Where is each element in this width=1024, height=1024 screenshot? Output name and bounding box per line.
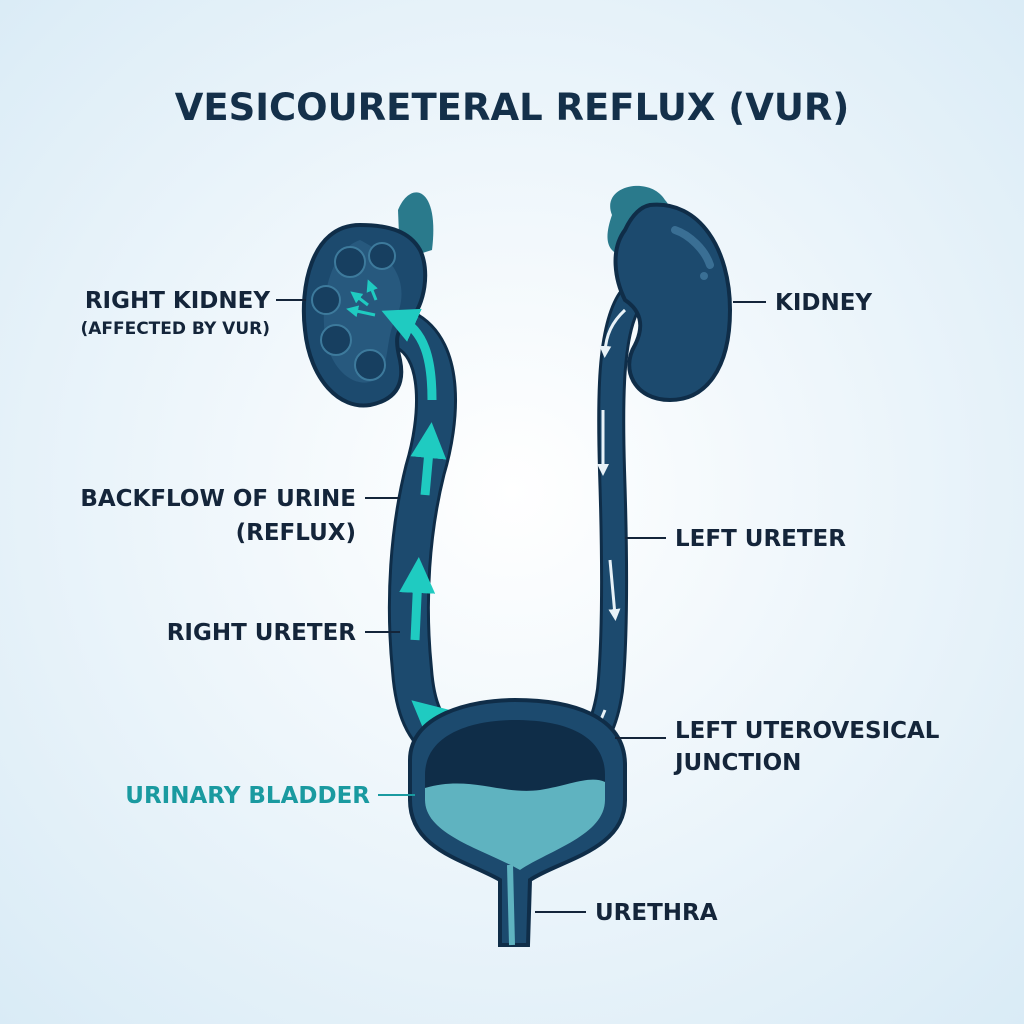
label-right-kidney: RIGHT KIDNEY: [85, 288, 271, 314]
label-left-uv-junction: LEFT UTEROVESICAL: [675, 718, 940, 744]
right-kidney: [301, 192, 434, 408]
label-urinary-bladder: URINARY BLADDER: [125, 783, 370, 809]
label-left-uv-junction-2: JUNCTION: [673, 750, 801, 776]
label-right-kidney-sub: (AFFECTED BY VUR): [80, 319, 270, 339]
label-urethra: URETHRA: [595, 900, 718, 926]
label-right-ureter: RIGHT URETER: [167, 620, 357, 646]
diagram-title: VESICOURETERAL REFLUX (VUR): [175, 86, 850, 129]
label-left-ureter: LEFT URETER: [675, 526, 846, 552]
urine: [425, 779, 605, 870]
urinary-bladder: [408, 697, 627, 947]
label-backflow-sub: (REFLUX): [236, 520, 356, 546]
label-kidney: KIDNEY: [775, 290, 872, 316]
label-backflow: BACKFLOW OF URINE: [80, 486, 356, 512]
left-kidney: [607, 185, 733, 403]
urethra: [507, 864, 515, 946]
